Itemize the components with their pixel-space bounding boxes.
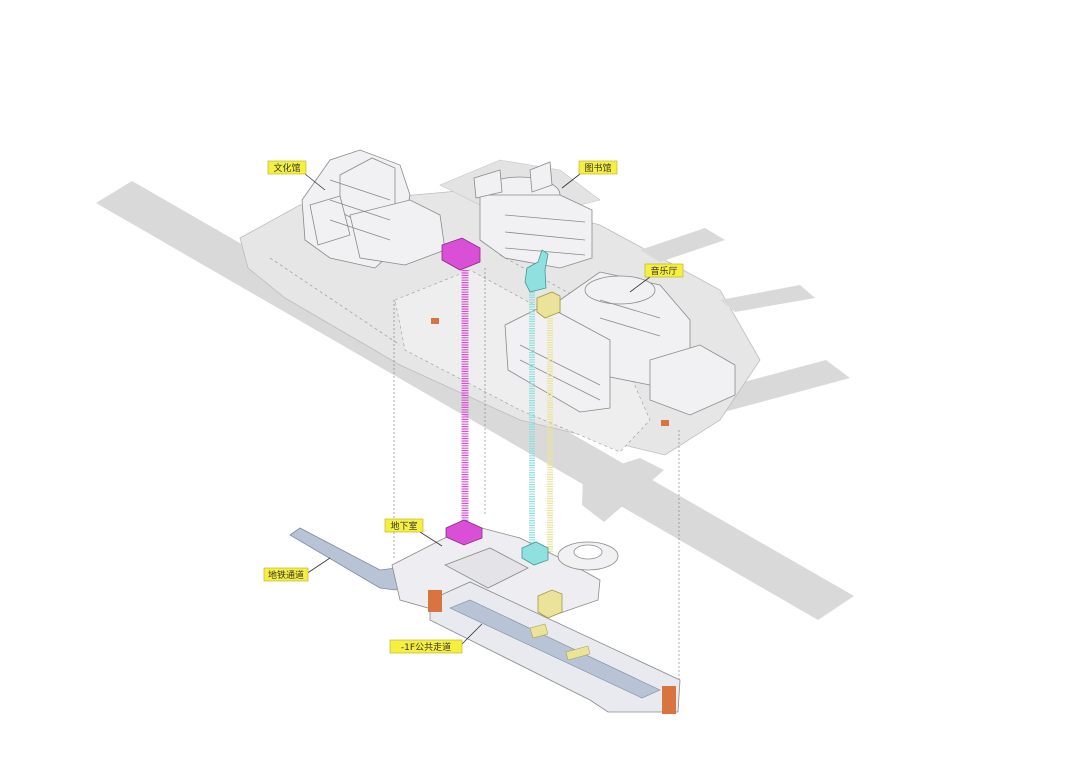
orange-stair: [662, 686, 676, 714]
concert-hall-building: [504, 271, 736, 416]
hall-drum: [584, 275, 656, 305]
library-annex: [473, 169, 503, 199]
facade-line: [329, 219, 391, 241]
magenta-core-top: [441, 237, 481, 271]
label-library: 图书馆: [561, 160, 618, 189]
facade-line: [504, 247, 586, 256]
label-text: -1F公共走道: [401, 641, 451, 653]
labels: 文化馆 图书馆 音乐厅 地下室 地铁通道 -1F公共走道: [263, 160, 684, 654]
label-corridor: -1F公共走道: [389, 623, 483, 654]
underground-level: [289, 519, 681, 714]
vertical-connectors: [393, 268, 680, 690]
label-box: [263, 567, 309, 582]
road-branch-down: [582, 458, 664, 522]
leader-line: [419, 531, 443, 547]
label-text: 图书馆: [584, 162, 611, 174]
building-mass: [649, 344, 736, 416]
label-concert-hall: 音乐厅: [629, 263, 684, 293]
facade-line: [504, 214, 586, 223]
orange-marker: [661, 420, 669, 426]
label-basement: 地下室: [384, 518, 443, 547]
leader-line: [561, 173, 581, 189]
label-box: [384, 518, 424, 533]
label-box: [267, 160, 307, 175]
side-wing-road-1: [640, 228, 725, 262]
side-wing-road-2: [720, 285, 815, 312]
yellow-core-bottom: [537, 589, 563, 619]
plaza-edge-dash: [269, 257, 401, 346]
basement-raised-block: [444, 547, 529, 589]
facade-line: [329, 179, 391, 201]
surface-cores: [441, 237, 561, 319]
leader-line: [305, 557, 331, 575]
yellow-shop: [529, 623, 549, 639]
yellow-shop: [565, 645, 591, 661]
leader-line: [304, 173, 326, 191]
label-text: 地下室: [390, 520, 417, 532]
label-box: [389, 639, 463, 654]
orange-marker: [431, 318, 439, 324]
orange-stair: [428, 590, 442, 612]
label-box: [578, 160, 618, 175]
label-box: [644, 263, 684, 278]
building-mass: [309, 195, 351, 246]
cyan-core-bottom: [521, 541, 549, 566]
label-text: 地铁通道: [268, 569, 304, 581]
label-text: 文化馆: [273, 162, 300, 174]
yellow-core-top: [536, 291, 561, 319]
leader-line: [459, 623, 483, 647]
facade-line: [519, 344, 601, 386]
label-text: 音乐厅: [650, 265, 677, 277]
facade-line: [599, 299, 661, 319]
culture-center-building: [301, 149, 446, 269]
magenta-core-bottom: [445, 519, 483, 546]
facade-line: [329, 199, 391, 221]
facade-line: [599, 317, 661, 337]
label-culture-center: 文化馆: [267, 160, 326, 191]
label-metro: 地铁通道: [263, 557, 331, 582]
facade-line: [504, 231, 586, 241]
library-building: [473, 161, 593, 269]
leader-line: [629, 276, 651, 293]
cyan-core-top: [524, 249, 549, 293]
round-hall-inner: [573, 544, 603, 560]
building-mass: [529, 161, 553, 193]
corridor-blue-strip: [449, 599, 661, 699]
building-mass: [479, 194, 593, 269]
